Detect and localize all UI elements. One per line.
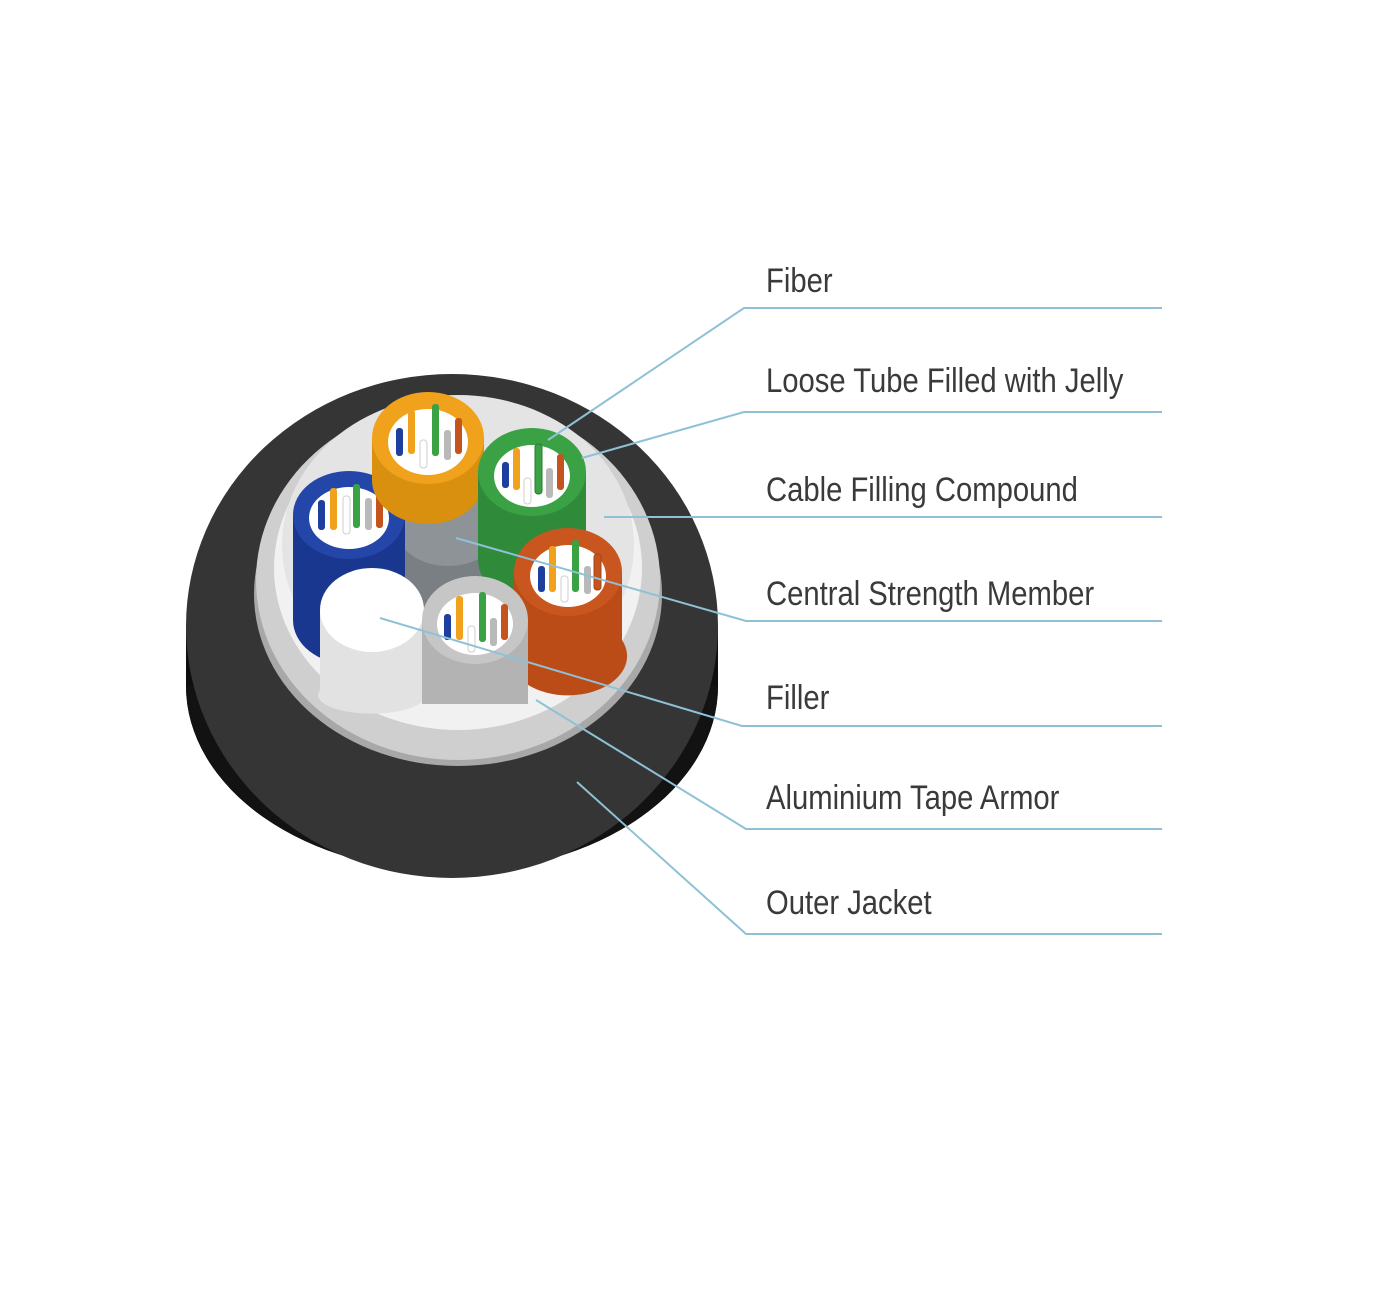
label-strength-member: Central Strength Member [766,574,1094,613]
fiber-white [342,495,351,535]
fiber-rust [593,553,602,591]
fiber-green [353,484,360,528]
fiber-green [534,443,543,495]
fiber-rust [501,604,508,640]
leader-line-filler [379,617,1162,727]
fiber-gray [365,498,372,530]
fiber-bundle-gray [444,592,508,653]
loose-tube-rust [514,528,628,696]
fiber-blue [396,428,403,456]
label-tape-armor: Aluminium Tape Armor [766,778,1060,817]
label-fiber: Fiber [766,261,833,300]
fiber-green [432,404,439,456]
fiber-white [560,575,569,603]
leader-line-loose-tube [581,411,1162,459]
label-filling-compound: Cable Filling Compound [766,470,1078,509]
label-loose-tube: Loose Tube Filled with Jelly [766,361,1123,400]
fiber-blue [444,614,451,640]
fiber-blue [538,566,545,592]
fiber-gray [546,468,553,498]
leader-line-outer-jacket [576,781,1162,935]
fiber-white [523,477,532,505]
fiber-gray [584,566,591,594]
fiber-gray [490,618,497,646]
fiber-blue [502,462,509,488]
fiber-blue [318,500,325,530]
callout-labels: Fiber Loose Tube Filled with Jelly Cable… [766,261,1123,922]
fiber-gray [444,430,451,460]
fiber-white [467,625,476,653]
leader-line-strength-member [455,537,1162,622]
fiber-green [572,540,579,592]
fiber-orange [549,546,556,592]
leader-line-fiber [547,307,1162,441]
fiber-orange [456,596,463,640]
filler-top [320,568,424,652]
fiber-orange [513,448,520,490]
loose-tube-gray [422,576,528,704]
fiber-bundle-rust [538,540,602,603]
fiber-orange [330,488,337,530]
fiber-white [419,439,428,469]
fiber-rust [455,418,462,454]
fiber-bundle-orange [396,404,462,469]
fiber-orange [408,410,415,454]
loose-tube-orange [372,392,484,524]
fiber-green [479,592,486,642]
label-outer-jacket: Outer Jacket [766,883,932,922]
leader-line-tape-armor [535,699,1162,830]
fiber-bundle-green [502,443,564,505]
label-filler: Filler [766,678,830,717]
leader-lines [379,307,1162,935]
filler [318,568,424,714]
fiber-rust [557,454,564,490]
